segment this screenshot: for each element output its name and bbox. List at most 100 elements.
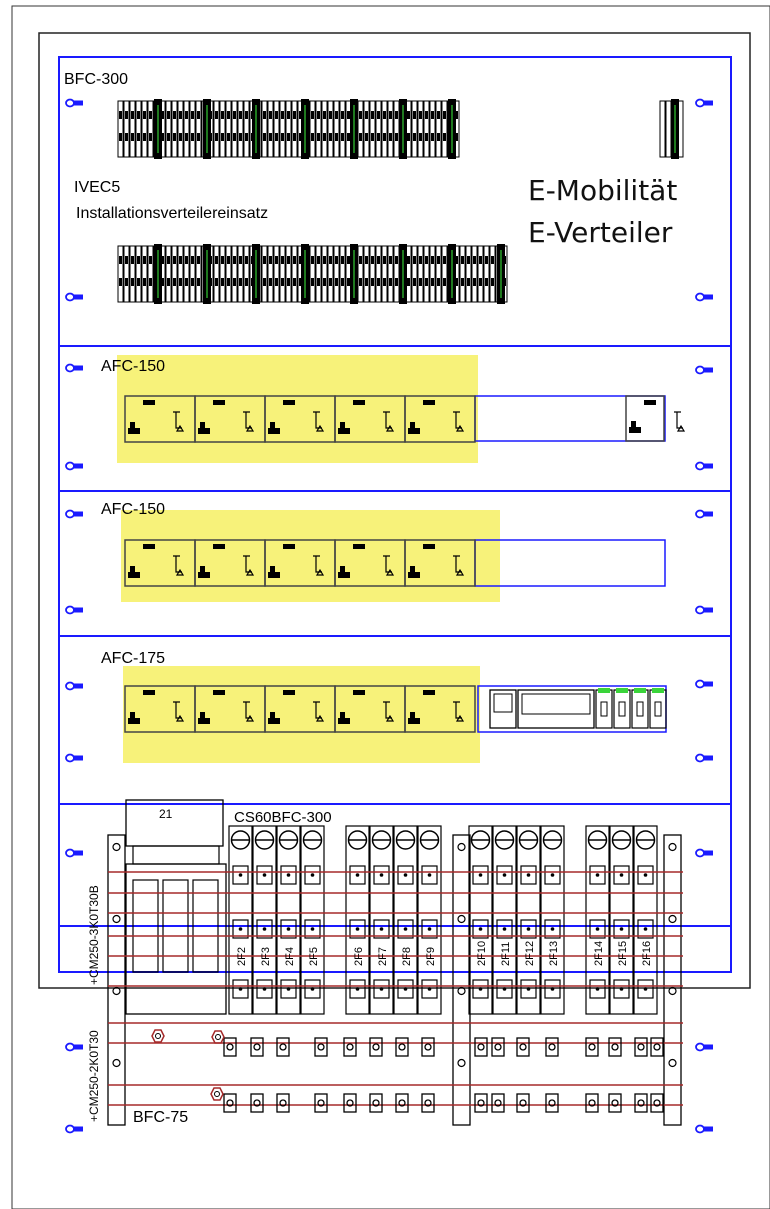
fuse-switch <box>492 825 517 1015</box>
terminal-screw <box>419 111 422 119</box>
terminal-cell <box>489 245 496 303</box>
fuse-contact <box>304 919 321 939</box>
fuse-contact-dot <box>427 927 432 931</box>
screw-icon <box>65 461 83 471</box>
fuse-contact <box>304 865 321 885</box>
terminal-screw <box>359 278 362 286</box>
terminal-screw <box>143 111 146 119</box>
fuse-contact-dot <box>526 987 531 991</box>
terminal-cell <box>147 245 154 303</box>
terminal-end-stripe <box>500 250 502 298</box>
terminal-cell <box>659 100 666 158</box>
terminal-cell <box>429 100 436 158</box>
rail-clamp-screw <box>398 1099 406 1107</box>
terminal-screw <box>287 278 290 286</box>
terminal-end-stripe <box>451 250 453 298</box>
rcbo-lever <box>644 400 656 405</box>
mcb-module <box>649 689 667 729</box>
main-switch-pole <box>132 879 159 973</box>
rail-clamp-screw <box>372 1099 380 1107</box>
fuse-switch <box>540 825 565 1015</box>
screw-shaft <box>73 100 83 106</box>
fuse-switch <box>369 825 394 1015</box>
rail-clamp <box>608 1093 622 1113</box>
fuse-contact <box>373 979 390 999</box>
terminal-cell <box>273 245 280 303</box>
terminal-screw <box>347 256 350 264</box>
fuse-label: 2F4 <box>284 947 296 966</box>
mounting-frame <box>58 56 732 973</box>
terminal-screw <box>173 256 176 264</box>
mcb-indicator <box>616 688 628 693</box>
terminal-screw <box>143 278 146 286</box>
terminal-screw <box>269 256 272 264</box>
screw-icon <box>65 605 83 615</box>
terminal-screw <box>335 133 338 141</box>
terminal-screw <box>287 256 290 264</box>
terminal-screw <box>245 256 248 264</box>
fuse-contact-dot <box>355 873 360 877</box>
rcbo-housing <box>404 395 476 443</box>
terminal-screw <box>185 256 188 264</box>
screw-icon <box>695 461 713 471</box>
fuse-switch <box>228 825 253 1015</box>
terminal-screw <box>395 278 398 286</box>
rail-clamp <box>314 1093 328 1113</box>
fuse-contact-dot <box>478 987 483 991</box>
fuse-contact-dot <box>286 927 291 931</box>
terminal-cell <box>387 245 394 303</box>
terminal-cell <box>237 100 244 158</box>
fuse-contact <box>280 979 297 999</box>
hex-nut-icon <box>211 1030 225 1044</box>
fuse-knob-icon <box>230 830 251 850</box>
support-rail <box>452 834 471 1126</box>
terminal-cell <box>369 100 376 158</box>
fuse-knob-icon <box>542 830 563 850</box>
terminal-screw <box>179 278 182 286</box>
terminal-cell <box>327 100 334 158</box>
terminal-screw <box>383 278 386 286</box>
terminal-screw <box>191 133 194 141</box>
terminal-screw <box>191 256 194 264</box>
fuse-contact <box>349 979 366 999</box>
rail-clamp-screw <box>611 1099 619 1107</box>
screw-head <box>695 98 705 108</box>
terminal-cell <box>309 100 316 158</box>
rail-hole <box>668 842 677 852</box>
terminal-screw <box>221 278 224 286</box>
terminal-screw <box>395 256 398 264</box>
terminal-screw <box>455 278 458 286</box>
fuse-switch <box>516 825 541 1015</box>
terminal-screw <box>131 111 134 119</box>
terminal-screw <box>461 278 464 286</box>
fuse-contact <box>472 865 489 885</box>
meter-display <box>521 693 591 715</box>
terminal-screw <box>323 256 326 264</box>
support-rail <box>663 834 682 1126</box>
screw-head <box>695 365 705 375</box>
terminal-cell <box>381 100 388 158</box>
screw-shaft <box>73 607 83 613</box>
title-line-2: E-Verteiler <box>528 216 673 249</box>
terminal-screw <box>239 111 242 119</box>
fuse-contact-dot <box>403 873 408 877</box>
screw-icon <box>65 363 83 373</box>
terminal-cell <box>435 100 442 158</box>
terminal-screw <box>443 133 446 141</box>
screw-shaft <box>73 463 83 469</box>
fuse-knob-icon <box>587 830 608 850</box>
fuse-contact-dot <box>355 987 360 991</box>
fuse-contact <box>373 919 390 939</box>
fuse-label: 2F13 <box>548 941 560 966</box>
terminal-cell <box>339 100 346 158</box>
fuse-contact <box>637 979 654 999</box>
screw-shaft <box>703 1044 713 1050</box>
screw-icon <box>695 292 713 302</box>
terminal-screw <box>233 278 236 286</box>
screw-icon <box>695 509 713 519</box>
terminal-cell <box>333 100 340 158</box>
mcb-toggle <box>618 701 626 717</box>
terminal-screw <box>485 256 488 264</box>
rail-clamp-screw <box>226 1099 234 1107</box>
